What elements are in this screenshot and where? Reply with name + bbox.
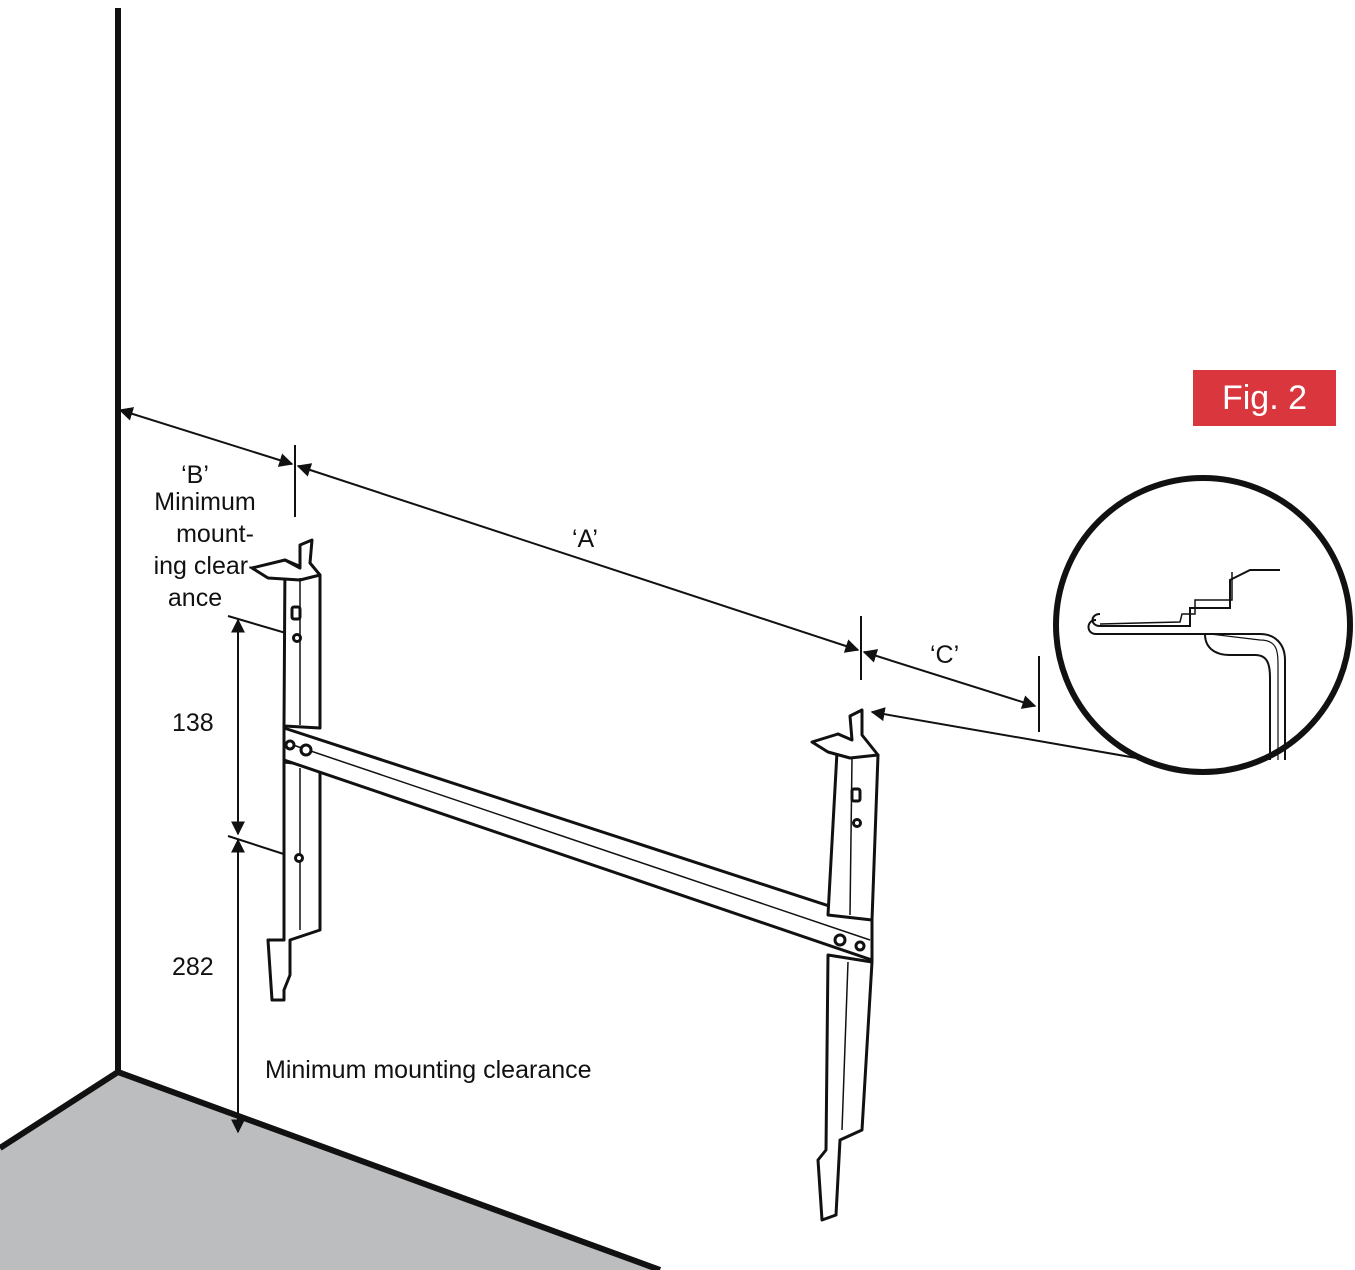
dim-c-arrow <box>862 649 1037 709</box>
dim-b-caption-line-2: mount- <box>176 520 254 548</box>
floor-edge <box>0 1068 662 1270</box>
bottom-caption: Minimum mounting clearance <box>265 1056 592 1084</box>
dim-b-label: ‘B’ <box>181 461 209 489</box>
right-bracket <box>810 708 880 1222</box>
floor <box>0 1072 660 1270</box>
figure-badge: Fig. 2 <box>1193 370 1336 426</box>
dim-c-label: ‘C’ <box>930 641 960 669</box>
dim-282-label: 282 <box>172 953 214 981</box>
detail-leader <box>870 707 1149 761</box>
dim-b-caption-line-4: ance <box>167 584 223 612</box>
cross-bar <box>282 725 874 963</box>
dim-b-caption-line-1: Minimum <box>154 488 256 516</box>
dim-b-arrow <box>118 407 294 467</box>
dim-a-label: ‘A’ <box>572 525 598 553</box>
detail-magnifier <box>1053 475 1353 775</box>
dim-a-arrow <box>296 463 860 653</box>
left-bracket <box>250 538 322 1002</box>
dim-138-label: 138 <box>172 709 214 737</box>
dim-b-caption-line-3: ing clear- <box>153 552 257 580</box>
